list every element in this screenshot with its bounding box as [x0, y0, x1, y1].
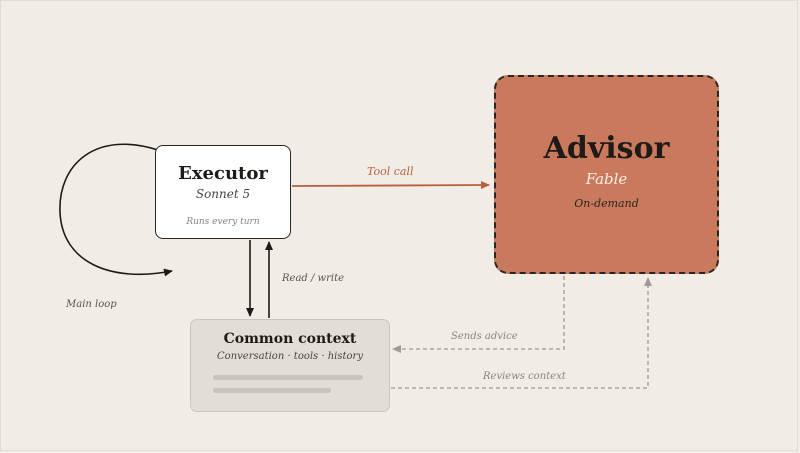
- advisor-model: Fable: [585, 170, 628, 188]
- context-subtitle: Conversation · tools · history: [217, 351, 363, 362]
- tool-call-label: Tool call: [367, 165, 414, 178]
- executor-note: Runs every turn: [186, 217, 260, 227]
- executor-title: Executor: [178, 163, 268, 184]
- advisor-title: Advisor: [543, 131, 670, 166]
- sends-advice-label: Sends advice: [451, 331, 518, 342]
- sends-advice-arrow: [392, 276, 565, 353]
- advisor-node: Advisor Fable On-demand: [494, 75, 719, 274]
- reviews-context-label: Reviews context: [483, 371, 566, 382]
- executor-node: Executor Sonnet 5 Runs every turn: [155, 145, 291, 239]
- tool-call-arrow: [291, 181, 490, 190]
- context-placeholder-line: [213, 375, 363, 380]
- common-context-node: Common context Conversation · tools · hi…: [190, 319, 390, 412]
- context-title: Common context: [223, 331, 357, 347]
- executor-model: Sonnet 5: [195, 187, 251, 201]
- main-loop-arrow: [59, 143, 173, 277]
- advisor-note: On-demand: [574, 197, 639, 210]
- reviews-context-arrow: [391, 277, 652, 389]
- main-loop-label: Main loop: [66, 299, 117, 310]
- context-placeholder-line: [213, 388, 331, 393]
- read-write-label: Read / write: [282, 273, 345, 284]
